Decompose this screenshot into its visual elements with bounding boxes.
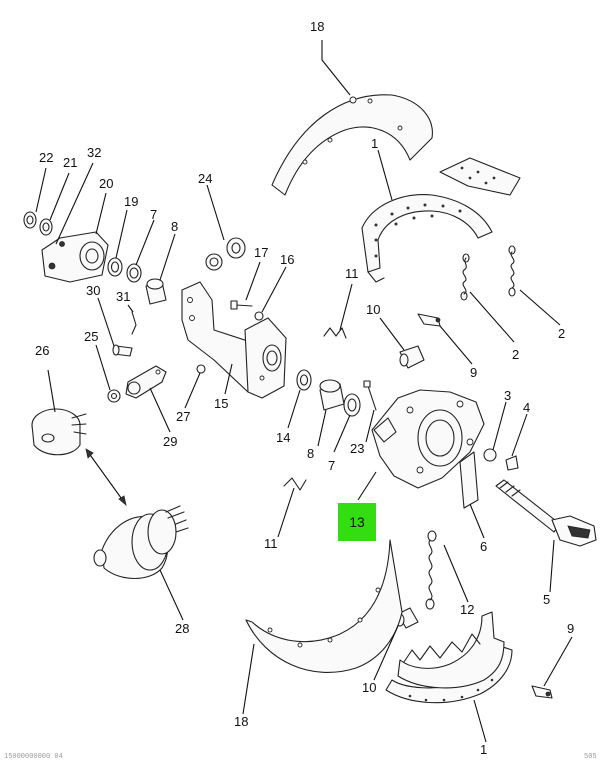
callout-18-shield-top[interactable]: 18 bbox=[310, 19, 325, 34]
callout-19[interactable]: 19 bbox=[124, 194, 139, 209]
callout-12[interactable]: 12 bbox=[460, 602, 475, 617]
slack-adjuster-20 bbox=[41, 231, 109, 283]
callout-30[interactable]: 30 bbox=[86, 283, 101, 298]
callout-31[interactable]: 31 bbox=[116, 289, 131, 304]
callout-15[interactable]: 15 bbox=[214, 396, 229, 411]
callout-16[interactable]: 16 bbox=[280, 252, 295, 267]
callout-3[interactable]: 3 bbox=[504, 388, 512, 403]
callout-7-left[interactable]: 7 bbox=[150, 207, 158, 222]
bolt-23 bbox=[363, 380, 377, 411]
callout-23[interactable]: 23 bbox=[350, 441, 365, 456]
seal-6 bbox=[459, 451, 479, 509]
callout-25[interactable]: 25 bbox=[84, 329, 99, 344]
callout-13-highlighted[interactable]: 13 bbox=[338, 503, 376, 541]
washer-22 bbox=[23, 211, 37, 229]
dust-shield-top bbox=[271, 94, 433, 196]
pin-31 bbox=[131, 311, 137, 335]
bushing-3 bbox=[483, 448, 497, 462]
return-spring-2-right bbox=[508, 245, 516, 297]
bolt-17 bbox=[230, 300, 253, 310]
bushing-24 bbox=[205, 237, 246, 271]
clevis-pin-30 bbox=[112, 344, 133, 357]
callout-7-center[interactable]: 7 bbox=[328, 458, 336, 473]
brake-chamber-26 bbox=[31, 408, 87, 456]
callout-2-right[interactable]: 2 bbox=[558, 326, 566, 341]
callout-9-top[interactable]: 9 bbox=[470, 365, 478, 380]
callout-28[interactable]: 28 bbox=[175, 621, 190, 636]
washer-7 bbox=[126, 263, 142, 283]
nut-16 bbox=[254, 311, 264, 321]
callout-2-left[interactable]: 2 bbox=[512, 347, 520, 362]
camshaft-5 bbox=[495, 479, 597, 547]
callout-9-bottom[interactable]: 9 bbox=[567, 621, 575, 636]
callout-11-bottom[interactable]: 11 bbox=[264, 536, 278, 551]
washer-19 bbox=[107, 257, 123, 277]
callout-18-shield-bottom[interactable]: 18 bbox=[234, 714, 249, 729]
retainer-clip-11-top bbox=[323, 327, 347, 339]
dust-shield-bottom bbox=[245, 539, 403, 673]
footer-right-code: 505 bbox=[584, 753, 597, 761]
fitting-4 bbox=[505, 455, 519, 471]
leader-lines bbox=[35, 40, 573, 743]
callout-21[interactable]: 21 bbox=[63, 155, 78, 170]
retainer-clip-11-bottom bbox=[283, 477, 307, 491]
callout-14[interactable]: 14 bbox=[276, 430, 291, 445]
callout-5[interactable]: 5 bbox=[543, 592, 551, 607]
nut-27 bbox=[196, 364, 206, 374]
callout-24[interactable]: 24 bbox=[198, 171, 213, 186]
callout-20[interactable]: 20 bbox=[99, 176, 114, 191]
callout-6[interactable]: 6 bbox=[480, 539, 488, 554]
callout-1-shoe-top[interactable]: 1 bbox=[371, 136, 379, 151]
callout-10-top[interactable]: 10 bbox=[366, 302, 381, 317]
clevis-29 bbox=[125, 365, 167, 399]
callout-8-center[interactable]: 8 bbox=[307, 446, 315, 461]
spring-12 bbox=[425, 530, 437, 610]
callout-29[interactable]: 29 bbox=[163, 434, 178, 449]
brake-shoe-bottom bbox=[385, 611, 513, 704]
double-arrow bbox=[85, 448, 127, 507]
callout-8-left[interactable]: 8 bbox=[171, 219, 179, 234]
anchor-pin-9-top bbox=[417, 313, 441, 327]
callout-26[interactable]: 26 bbox=[35, 343, 50, 358]
roller-10-top bbox=[399, 345, 425, 369]
callout-17[interactable]: 17 bbox=[254, 245, 269, 260]
brake-shoe-top bbox=[361, 157, 521, 283]
return-spring-2-left bbox=[460, 253, 470, 301]
callout-10-bottom[interactable]: 10 bbox=[362, 680, 377, 695]
callout-27[interactable]: 27 bbox=[176, 409, 191, 424]
callout-4[interactable]: 4 bbox=[523, 400, 531, 415]
footer-left-code: 15000000000 04 bbox=[4, 753, 63, 761]
callout-1-shoe-bottom[interactable]: 1 bbox=[480, 742, 488, 757]
washer-21 bbox=[39, 218, 53, 236]
anchor-pin-9-bottom bbox=[531, 685, 553, 699]
brake-chamber-28 bbox=[93, 505, 189, 579]
washer-14 bbox=[296, 369, 312, 391]
washer-7-center bbox=[343, 393, 361, 417]
bushing-8 bbox=[145, 278, 167, 305]
nut-25 bbox=[107, 389, 121, 403]
callout-32[interactable]: 32 bbox=[87, 145, 102, 160]
callout-11-top[interactable]: 11 bbox=[345, 266, 359, 281]
camshaft-bracket-15 bbox=[181, 281, 287, 399]
callout-22[interactable]: 22 bbox=[39, 150, 54, 165]
brake-spider-13 bbox=[371, 389, 485, 489]
bushing-8-center bbox=[319, 379, 345, 411]
